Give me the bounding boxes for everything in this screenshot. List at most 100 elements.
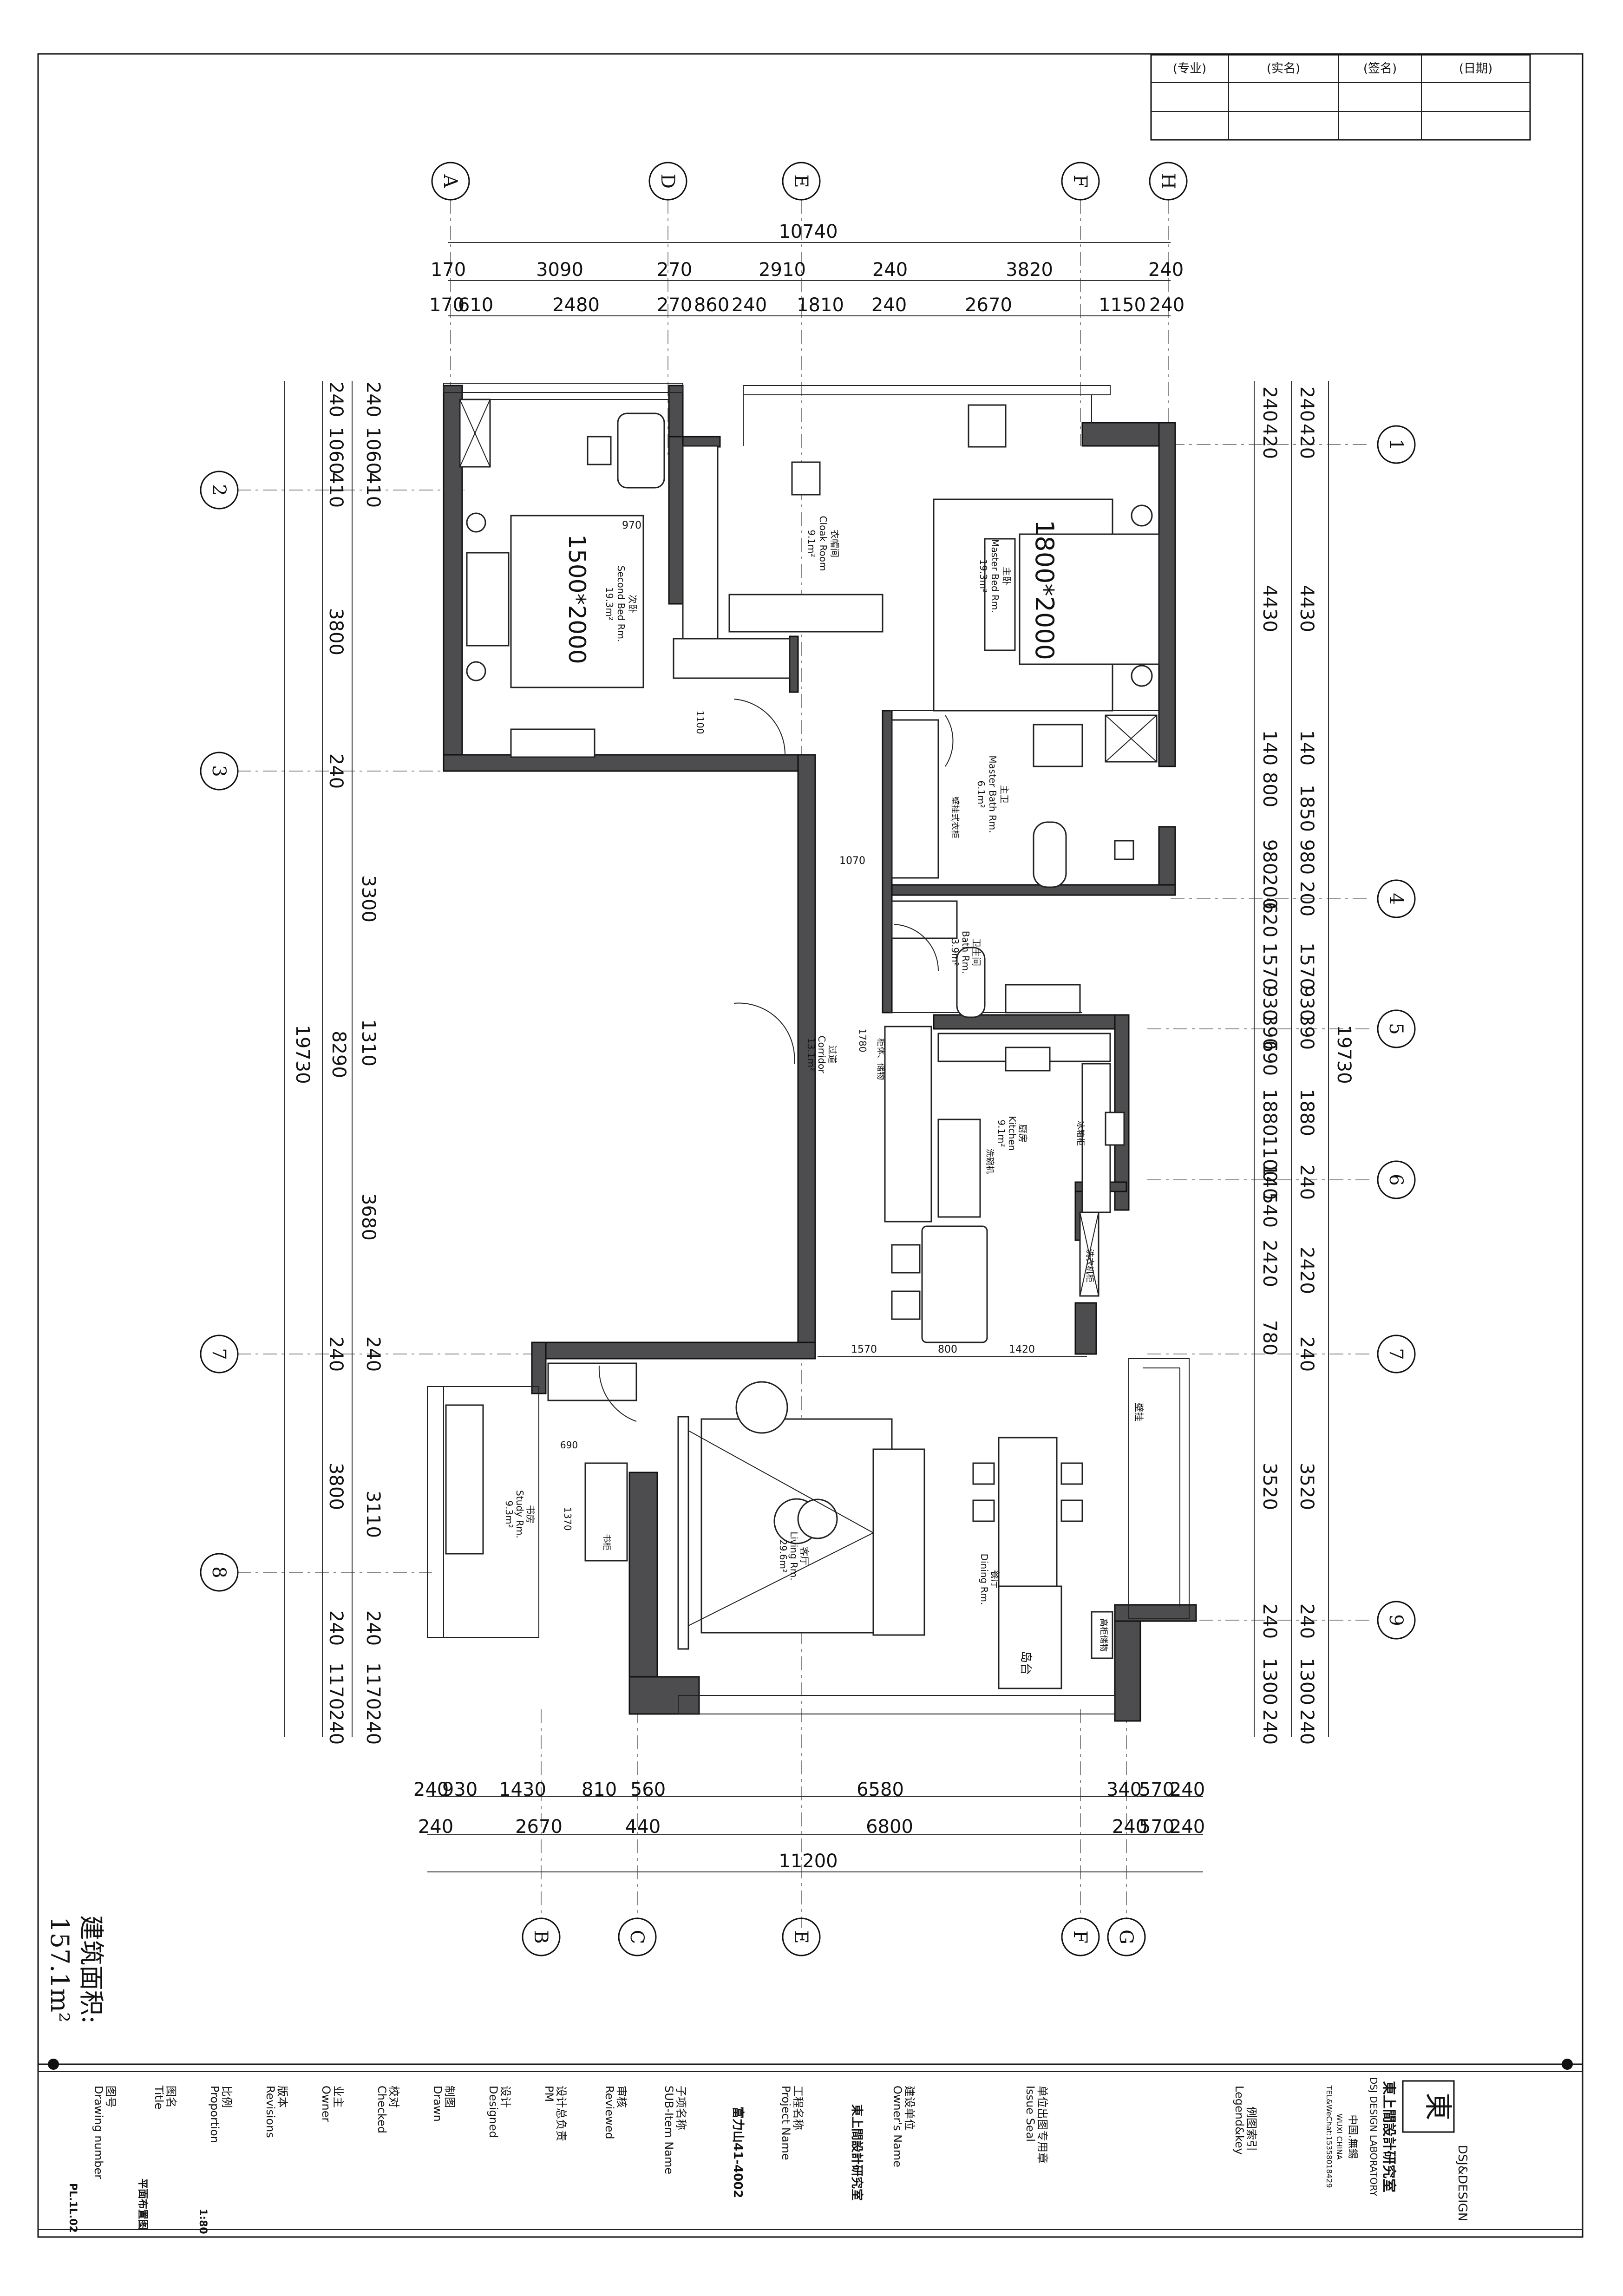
axis-bubbles-right: 1 4 5 6 7 9 xyxy=(1377,425,1416,1640)
inner-dim-800: 800 xyxy=(938,1344,957,1355)
seal-cn: 单位出图专用章 xyxy=(1036,2086,1049,2164)
dim-left-r2: 240 xyxy=(362,1336,384,1372)
logo-glyph: 東 xyxy=(1421,2093,1454,2120)
drawing-val: PL.1L.02 xyxy=(67,2183,79,2233)
dim-right-r1: 240 xyxy=(1259,1709,1280,1745)
dims-right-text: 19730 240 420 4430 140 800 980 200 620 1… xyxy=(1259,386,1355,1745)
kitchen-en: Kitchen xyxy=(1007,1116,1018,1151)
cloak-en: Cloak Room xyxy=(818,516,829,571)
sub-cn: 子项名称 xyxy=(674,2086,687,2130)
inner-dims: 1100 1070 1570 800 1420 xyxy=(694,711,1087,1357)
bench xyxy=(510,728,596,758)
tv-cabinet xyxy=(677,1416,689,1650)
city: 中国.無錫 xyxy=(1347,2115,1358,2159)
tall-cabinets xyxy=(884,1026,932,1223)
owner2-en: Owner xyxy=(320,2086,333,2122)
dim-top-r1: 240 xyxy=(872,259,908,281)
island-counter xyxy=(921,1225,988,1343)
contact: TEL&WeChat:15358018429 xyxy=(1325,2085,1334,2188)
dim-left-outer: 8290 xyxy=(328,1031,349,1078)
nightstand-lamp xyxy=(1131,665,1153,687)
dim-bottom-r1: 240 xyxy=(413,1779,449,1800)
master-bed-cn: 主卧 xyxy=(1001,567,1012,585)
island-table xyxy=(998,1585,1062,1689)
area-label-title: 建筑面积: xyxy=(77,1915,106,2024)
dim-left-r1: 3300 xyxy=(358,875,379,922)
note-storage: 高柜储物 xyxy=(1099,1618,1108,1652)
revisions-en: Revisions xyxy=(264,2086,277,2138)
dim-bottom-r1: 570 xyxy=(1139,1779,1174,1800)
title-val: 平面布置图 xyxy=(137,2178,149,2230)
revisions-cn: 版本 xyxy=(276,2086,289,2108)
dim-bottom-r2: 6800 xyxy=(866,1816,913,1838)
dim-bottom-r2: 240 xyxy=(1170,1816,1205,1838)
dim-right-r2: 1570 xyxy=(1296,942,1317,990)
dim-right-r1: 800 xyxy=(1259,772,1280,807)
corridor-en: Corridor xyxy=(816,1035,827,1073)
axis-F-bottom: F xyxy=(1069,1930,1091,1943)
dim-right-r1: 980 xyxy=(1259,839,1280,875)
dim-right-r1: 780 xyxy=(1259,1320,1280,1355)
dim-right-r1: 1570 xyxy=(1259,942,1280,990)
living-dining-furniture xyxy=(677,1381,1113,1689)
axis-A: A xyxy=(439,174,461,189)
dim-left-r2: 1060 xyxy=(362,427,384,474)
dim-right-r2: 1300 xyxy=(1296,1658,1317,1705)
lounge-chair xyxy=(735,1381,788,1434)
owner-cn: 建设单位 xyxy=(903,2086,916,2130)
dim-right-r1: 240 xyxy=(1259,1603,1280,1639)
company-en: DSJ DESIGN LABORATORY xyxy=(1368,2077,1379,2197)
desk xyxy=(617,412,665,489)
dim-right-r2: 980 xyxy=(1296,839,1317,875)
project-val: 富力山41-4002 xyxy=(731,2106,745,2198)
chair xyxy=(587,436,612,465)
dim-left-r1: 1310 xyxy=(358,1019,379,1066)
dim-bottom-r1: 930 xyxy=(442,1779,478,1800)
dim-right-r1: 930 xyxy=(1259,986,1280,1021)
nightstand-lamp xyxy=(466,512,486,533)
sink xyxy=(1105,1112,1125,1146)
note-bookcase: 书柜 xyxy=(602,1534,611,1550)
dim-left-r2: 3110 xyxy=(362,1491,384,1538)
dim-right-r2: 1880 xyxy=(1296,1089,1317,1136)
checked-en: Checked xyxy=(375,2086,388,2133)
bed-second xyxy=(510,515,644,688)
dim-left-r1: 240 xyxy=(325,382,347,417)
drawn-cn: 制图 xyxy=(443,2086,456,2108)
dim-left-r2: 240 xyxy=(362,1610,384,1646)
master-bath-note: 壁挂式衣柜 xyxy=(950,797,960,838)
washbasin xyxy=(1033,724,1083,767)
seal-en: Issue Seal xyxy=(1024,2086,1037,2142)
dim-left-r2: 1170 xyxy=(362,1662,384,1710)
signature-col-name: (实名) xyxy=(1267,62,1300,76)
axis-1: 1 xyxy=(1385,438,1407,450)
dim-right-r2: 240 xyxy=(1296,1164,1317,1200)
toilet xyxy=(956,947,986,1018)
dim-right-total: 19730 xyxy=(1333,1025,1355,1084)
logo-text: DSJ&DESIGN xyxy=(1455,2145,1469,2222)
master-bath-vanity xyxy=(891,719,939,879)
axis-bubbles-left: 2 3 7 8 xyxy=(200,471,239,1592)
dim-left-r1: 410 xyxy=(325,472,347,508)
project-en: Project Name xyxy=(779,2086,792,2160)
reviewed-cn: 审核 xyxy=(615,2086,628,2108)
pm-cn: 设计总负责 xyxy=(555,2086,568,2141)
dim-right-r1: 420 xyxy=(1259,424,1280,459)
owner-en: Owner's Name xyxy=(891,2086,904,2167)
axis-C: C xyxy=(626,1930,648,1944)
dim-left-r1: 3800 xyxy=(325,1463,347,1510)
desk xyxy=(584,1462,628,1562)
second-bed-size: 1500*2000 xyxy=(563,534,590,664)
living-en: Living Rm. xyxy=(788,1531,799,1581)
corridor-dim: 1780 xyxy=(857,1029,868,1053)
dim-bottom-r1: 240 xyxy=(1170,1779,1205,1800)
master-bedroom-furniture xyxy=(933,404,1160,763)
dim-left-r1: 240 xyxy=(325,753,347,789)
wardrobe-rack xyxy=(682,445,719,642)
nightstand-lamp xyxy=(1131,504,1153,527)
kitchen-furniture xyxy=(884,1026,1125,1343)
dims-left-text: 19730 8290 240 1060 410 3800 240 3300 13… xyxy=(292,382,384,1745)
dining-table xyxy=(998,1437,1058,1608)
living-area: 29.6m² xyxy=(778,1539,789,1573)
dim-right-r1: 240 xyxy=(1259,386,1280,422)
